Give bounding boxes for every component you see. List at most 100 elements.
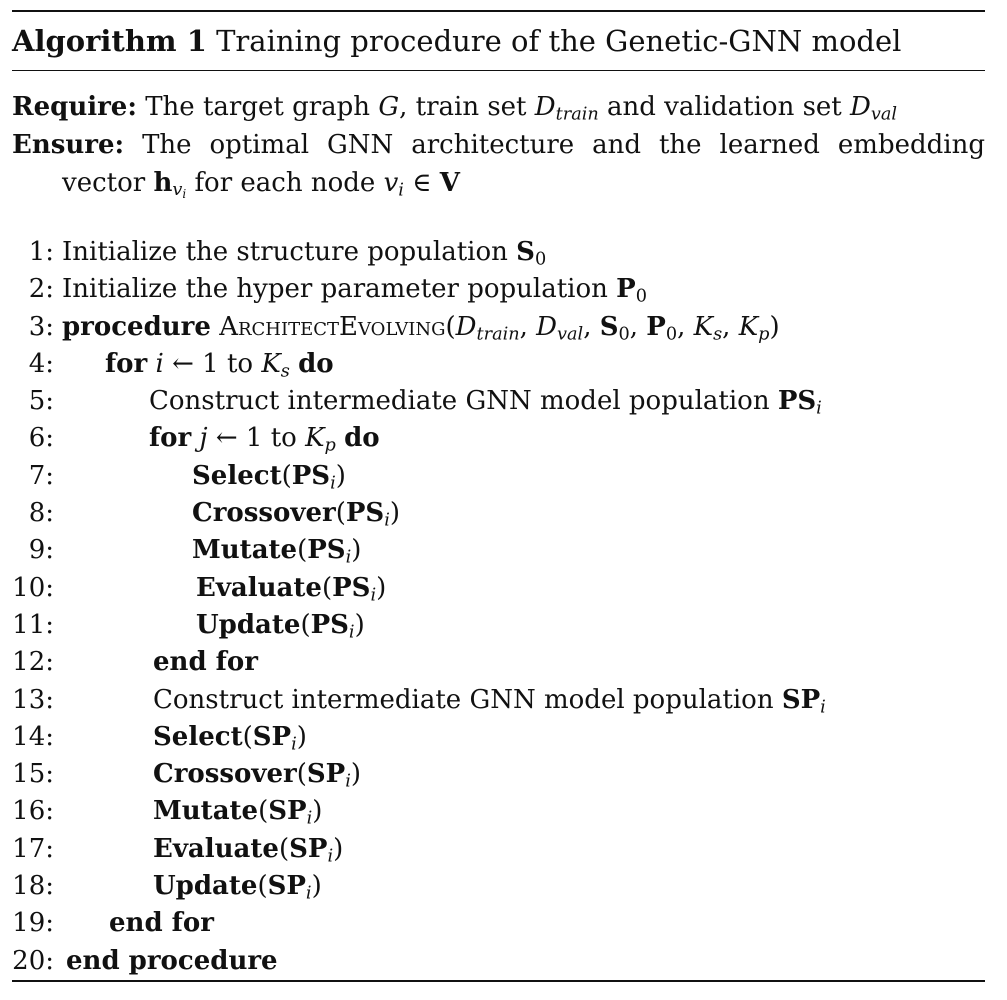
procedure-keyword: procedure [62, 311, 211, 342]
step-line: 7:Select(PSi) [12, 458, 985, 495]
line-number: 8: [28, 498, 54, 529]
line-number: 17: [12, 833, 54, 864]
line-number: 5: [28, 386, 54, 417]
step-line: 8:Crossover(PSi) [12, 495, 985, 532]
algorithm-steps: 1:Initialize the structure population S0… [12, 234, 985, 980]
step-line: 4:for i ← 1 to Ks do [12, 346, 985, 383]
algorithm-label: Algorithm 1 [12, 24, 207, 58]
step-line: 11:Update(PSi) [12, 607, 985, 644]
step-line: 19: end for [12, 905, 985, 942]
line-number: 15: [12, 759, 54, 790]
function-name: Evaluate [196, 572, 322, 603]
algorithm-block: Algorithm 1 Training procedure of the Ge… [12, 10, 985, 984]
require-keyword: Require: [12, 92, 137, 122]
line-number: 18: [12, 871, 54, 902]
element-of-symbol: ∈ [412, 168, 432, 198]
ensure-continuation: vector hvi for each node vi ∈ V [62, 164, 460, 202]
function-name: Select [192, 460, 282, 491]
ps-population-symbol: PS [777, 386, 817, 417]
line-number: 13: [12, 684, 54, 715]
ensure-text: for each node [194, 168, 376, 198]
caption-rule [12, 70, 985, 71]
step-text: Initialize the structure population [62, 237, 508, 267]
line-number: 4: [28, 348, 54, 379]
sp-population-symbol: SP [781, 684, 821, 715]
step-line: 6:for j ← 1 to Kp do [12, 420, 985, 457]
require-text: , train set [399, 92, 527, 122]
line-number: 14: [12, 721, 54, 752]
function-name: Update [196, 609, 301, 640]
line-number: 3: [28, 311, 54, 342]
algorithm-caption: Algorithm 1 Training procedure of the Ge… [12, 24, 901, 58]
ensure-word: The [142, 130, 192, 160]
embedding-subscript: vi [172, 180, 187, 202]
top-rule [12, 10, 985, 12]
for-keyword: for [105, 348, 148, 379]
vertex-set-symbol: V [439, 168, 460, 198]
step-line: 14:Select(SPi) [12, 719, 985, 756]
step-text: Construct intermediate GNN model populat… [153, 684, 774, 715]
node-symbol: vi [383, 168, 404, 201]
end-procedure-keyword: end procedure [66, 945, 278, 976]
step-line: 1:Initialize the structure population S0 [12, 234, 985, 271]
function-name: Update [153, 871, 258, 902]
function-name: Evaluate [153, 833, 279, 864]
step-line: 18:Update(SPi) [12, 868, 985, 905]
line-number: 10: [12, 572, 54, 603]
line-number: 12: [12, 647, 54, 678]
step-line: 13: Construct intermediate GNN model popu… [12, 682, 985, 719]
algorithm-title: Training procedure of the Genetic-GNN mo… [216, 24, 902, 58]
step-line: 10:Evaluate(PSi) [12, 570, 985, 607]
step-line: 9:Mutate(PSi) [12, 532, 985, 569]
do-keyword: do [344, 423, 380, 454]
ensure-word: embedding [837, 130, 985, 160]
step-line: 17:Evaluate(SPi) [12, 831, 985, 868]
step-line: 12: end for [12, 644, 985, 681]
step-line: 16:Mutate(SPi) [12, 793, 985, 830]
require-line: Require: The target graph G, train set D… [12, 88, 897, 126]
function-name: Crossover [192, 498, 336, 529]
ensure-word: learned [719, 130, 820, 160]
function-name: Mutate [192, 535, 298, 566]
line-number: 16: [12, 796, 54, 827]
line-number: 1: [28, 237, 54, 267]
ensure-keyword: Ensure: [12, 130, 125, 160]
val-set-symbol: Dval [850, 92, 898, 125]
ensure-text: vector [62, 168, 146, 198]
end-for-keyword: end for [109, 908, 214, 939]
bottom-rule [12, 980, 985, 982]
for-keyword: for [149, 423, 192, 454]
embedding-symbol: h [153, 168, 173, 198]
line-number: 7: [28, 460, 54, 491]
ensure-line: Ensure: The optimal GNN architecture and… [12, 126, 985, 164]
function-name: Mutate [153, 796, 259, 827]
function-name: Crossover [153, 759, 297, 790]
step-text: Construct intermediate GNN model populat… [149, 386, 770, 417]
require-text: and validation set [607, 92, 842, 122]
step-line: 5: Construct intermediate GNN model popul… [12, 383, 985, 420]
require-text: The target graph [145, 92, 371, 122]
step-text: Initialize the hyper parameter populatio… [62, 274, 608, 305]
line-number: 9: [28, 535, 54, 566]
step-line: 3:procedure ArchitectEvolving(Dtrain, Dv… [12, 309, 985, 346]
step-line: 20: end procedure [12, 943, 985, 980]
line-number: 6: [28, 423, 54, 454]
train-set-symbol: Dtrain [534, 92, 599, 125]
step-line: 15:Crossover(SPi) [12, 756, 985, 793]
ensure-word: and [592, 130, 642, 160]
procedure-name: ArchitectEvolving [219, 311, 446, 342]
parameter-population-symbol: P [616, 274, 636, 305]
line-number: 20: [12, 945, 54, 976]
ensure-word: the [658, 130, 702, 160]
ensure-word: architecture [411, 130, 575, 160]
step-line: 2: Initialize the hyper parameter populat… [12, 271, 985, 308]
ensure-word: optimal [209, 130, 310, 160]
line-number: 2: [28, 274, 54, 305]
ensure-word: GNN [326, 130, 394, 160]
line-number: 19: [12, 908, 54, 939]
structure-population-symbol: S [516, 237, 535, 267]
line-number: 11: [12, 609, 54, 640]
graph-symbol: G [378, 92, 400, 122]
end-for-keyword: end for [153, 647, 258, 678]
do-keyword: do [298, 348, 334, 379]
